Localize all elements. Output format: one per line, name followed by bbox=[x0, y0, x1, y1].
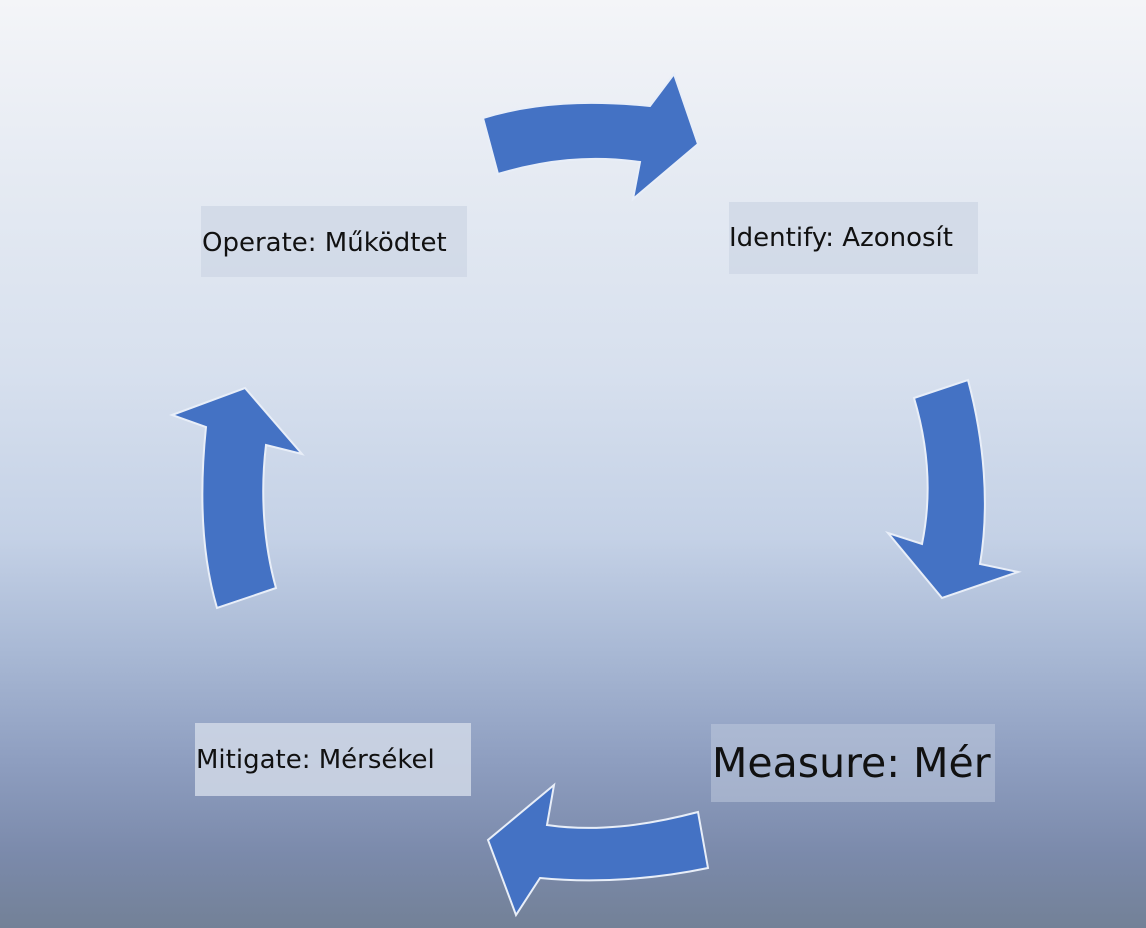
stage-label-mitigate: Mitigate: Mérsékel bbox=[195, 723, 471, 796]
stage-label-operate: Operate: Működtet bbox=[201, 206, 467, 277]
stage-label-measure: Measure: Mér bbox=[711, 724, 995, 802]
stage-label-identify: Identify: Azonosít bbox=[729, 202, 978, 274]
arrow-measure-to-mitigate-icon bbox=[486, 782, 710, 918]
arrow-mitigate-to-operate-icon bbox=[169, 386, 305, 610]
arrow-operate-to-identify-icon bbox=[481, 71, 700, 202]
arrow-identify-to-measure-icon bbox=[885, 378, 1022, 600]
